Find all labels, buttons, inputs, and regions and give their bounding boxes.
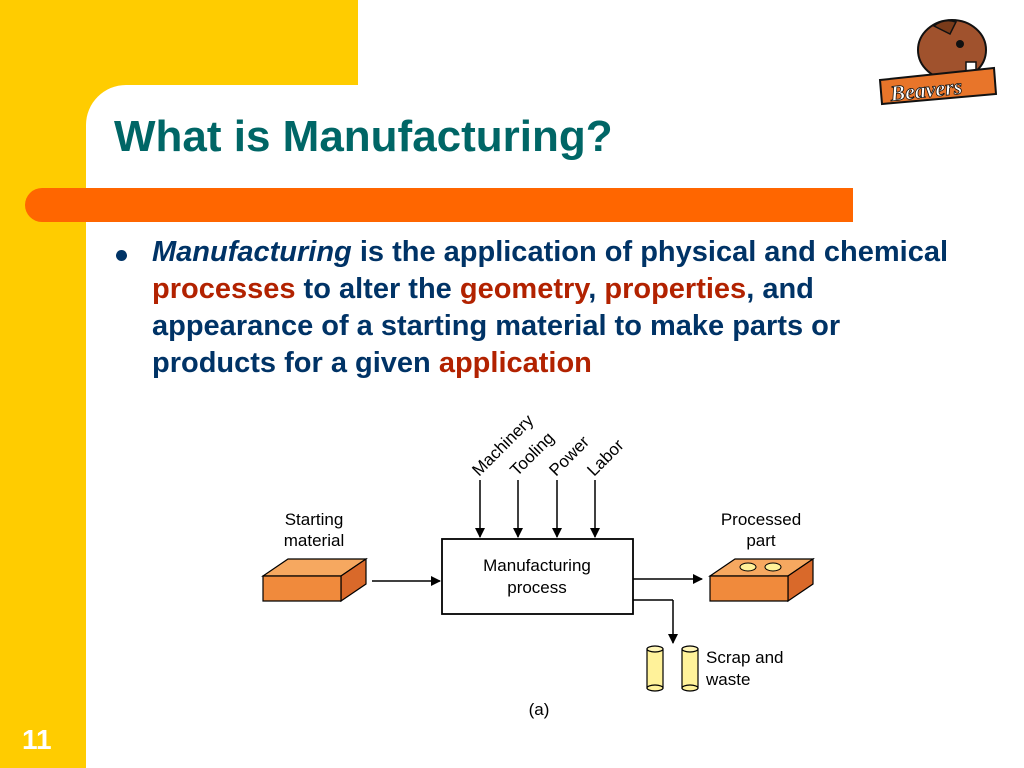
processed-part-label-line-2: part: [746, 531, 776, 550]
slide-title: What is Manufacturing?: [114, 112, 613, 161]
scrap-label-line-2: waste: [705, 670, 750, 689]
scrap-cylinder-1: [646, 645, 664, 692]
manufacturing-process-diagram: Machinery Tooling Power Labor Manufactur…: [261, 411, 815, 719]
bullet-segment-3: ,: [588, 273, 605, 305]
highlight-processes: processes: [152, 273, 296, 305]
bullet-dot: [116, 250, 127, 261]
process-label-line-1: Manufacturing: [483, 556, 591, 575]
scrap-label-line-1: Scrap and: [706, 648, 784, 667]
bullet-segment-4: , and appearance of a starting material …: [152, 273, 841, 379]
starting-material-label-line-2: material: [284, 531, 344, 550]
processed-part-label-line-1: Processed: [721, 510, 801, 529]
term-manufacturing: Manufacturing: [152, 236, 352, 268]
process-box: [441, 538, 634, 615]
bullet-segment-1: is the application of physical and chemi…: [351, 236, 949, 268]
starting-material-block: [261, 557, 368, 603]
highlight-geometry: geometry: [459, 273, 589, 305]
beavers-logo: Beavers: [878, 19, 998, 106]
logo-beaver-eye: [956, 40, 964, 48]
left-accent-band: [0, 0, 86, 768]
bullet-segment-2: to alter the: [295, 273, 460, 305]
input-label-labor: Labor: [583, 435, 627, 479]
starting-material-label-line-1: Starting: [285, 510, 344, 529]
highlight-properties: properties: [604, 273, 747, 305]
logo-banner: [878, 66, 998, 106]
highlight-application: application: [438, 347, 592, 379]
content-corner-curve: [86, 85, 166, 165]
diagram-caption: (a): [529, 700, 550, 719]
processed-part-block: [708, 557, 815, 603]
bullet-text: Manufacturing is the application of phys…: [152, 234, 972, 382]
logo-beaver-ear: [932, 19, 958, 36]
process-label-line-2: process: [507, 578, 567, 597]
slide-number: 11: [22, 724, 52, 755]
scrap-cylinder-2: [681, 645, 699, 692]
top-accent-band: [86, 0, 358, 85]
title-underline-bar: [25, 188, 853, 222]
